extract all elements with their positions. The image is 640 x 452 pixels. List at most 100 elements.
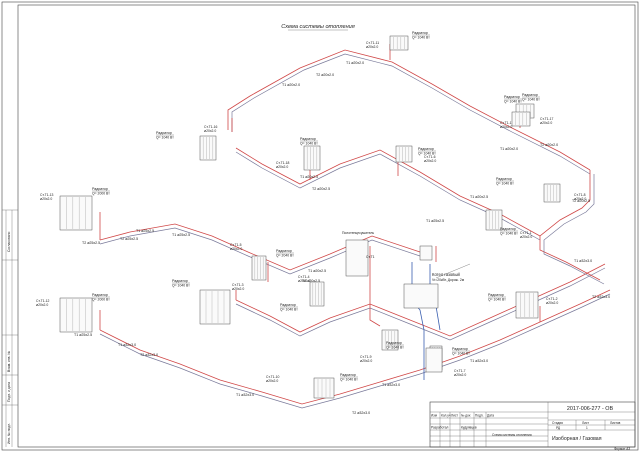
stamp-col-label: Дата — [487, 414, 494, 418]
side-label-agreed: Согласовано — [7, 231, 11, 252]
radiator-body — [199, 135, 217, 161]
stamp-col-label: Лист — [451, 414, 458, 418]
side-label-sign: Подп. и дата — [7, 382, 11, 402]
riser-tag: Ст.Т1-6 — [424, 155, 436, 159]
riser-spec: ø20х2.0 — [276, 165, 288, 169]
pipe-label: Т1 ø32х3.0 — [236, 393, 254, 397]
pipe-label: Т2 ø25х2.5 — [120, 237, 138, 241]
pipe-label: Т1 ø20х2.5 — [470, 195, 488, 199]
radiator-power: Q= 1040 Вт — [412, 36, 430, 40]
riser-spec: ø20х2.0 — [298, 279, 310, 283]
riser-tag: Ст.Т1-13 — [40, 193, 54, 197]
radiator-body — [485, 209, 503, 231]
pipe-label: Т2 ø32х3.0 — [592, 295, 610, 299]
riser-spec: ø20х2.0 — [230, 247, 242, 251]
riser-spec: ø20х2.0 — [574, 197, 586, 201]
riser-tag: Ст.Т1-16 — [204, 125, 218, 129]
radiator-name: Радиатор — [92, 293, 108, 297]
building-name: Изоборная / Газовая — [552, 436, 602, 442]
pipe-label: Т1 ø25х2.5 — [74, 333, 92, 337]
radiator-power: Q= 1040 Вт — [280, 308, 298, 312]
pipe-label: Т1 ø25х2.5 — [426, 219, 444, 223]
pipe-label: Т2 ø20х2.5 — [312, 187, 330, 191]
pipe-label: Т2 ø20х2.5 — [302, 279, 320, 283]
sheet-value: 1 — [586, 426, 588, 430]
boiler-label: Котел газовый — [432, 272, 460, 277]
riser-tag: Ст.Т1-3 — [232, 283, 244, 287]
radiator-power: Q= 1040 Вт — [340, 378, 358, 382]
pipe-label: Т2 ø20х2.5 — [572, 199, 590, 203]
radiator-name: Радиатор — [522, 93, 538, 97]
radiator-name: Радиатор — [488, 293, 504, 297]
stage-value: РД — [556, 426, 561, 430]
radiator-body — [515, 291, 539, 319]
radiator-power: Q= 1040 Вт — [452, 352, 470, 356]
radiator-power: Q= 1040 Вт — [386, 346, 404, 350]
radiator-name: Радиатор — [386, 341, 402, 345]
pipe-label: Т1 ø20х2.0 — [500, 147, 518, 151]
radiator-power: Q= 1040 Вт — [522, 98, 540, 102]
stamp-role: Разработал — [431, 426, 448, 430]
pipe-label: Т1 ø20х2.0 — [346, 61, 364, 65]
riser-tag: Ст.Т1-11 — [366, 41, 379, 45]
radiator-body — [59, 195, 93, 231]
pipe-labels: Т1 ø20х2.0 Т2 ø20х2.0 Т1 ø20х2.0 Т1 ø20х… — [74, 61, 610, 415]
radiator-name: Радиатор — [418, 147, 434, 151]
radiator-name: Радиатор — [504, 95, 520, 99]
towel-dryer — [345, 239, 369, 277]
radiator-name: Радиатор — [452, 347, 468, 351]
node-label: Ст.Т1 — [366, 255, 375, 259]
pipe-label: Т1 ø20х2.5 — [308, 269, 326, 273]
tank-label: Полотенцесушитель — [342, 231, 374, 235]
radiator-power: Q= 1040 Вт — [156, 136, 174, 140]
radiator-power: Q= 1040 Вт — [500, 232, 518, 236]
riser-spec: ø20х2.0 — [454, 373, 466, 377]
side-strip: Согласовано Взам. инв. № Подп. и дата Ин… — [2, 209, 18, 447]
pipe-label: Т2 ø20х2.0 — [540, 143, 558, 147]
radiator-body — [309, 281, 325, 307]
riser-spec: ø20х2.0 — [40, 197, 52, 201]
radiator-body — [251, 255, 267, 281]
radiator-name: Радиатор — [500, 227, 516, 231]
radiator-body — [199, 289, 231, 325]
radiator-power: Q= 1040 Вт — [496, 182, 514, 186]
riser-spec: ø20х2.0 — [36, 303, 48, 307]
riser-tag: Ст.Т1-4 — [298, 275, 310, 279]
riser-tag: Ст.Т1-10 — [266, 375, 280, 379]
expansion-tank — [425, 347, 443, 373]
pipe-label: Т1 ø25х2.5 — [136, 229, 154, 233]
radiator-name: Радиатор — [300, 137, 316, 141]
stamp-col-label: Изм — [431, 414, 437, 418]
radiator-body — [59, 297, 93, 333]
riser-tag: Ст.Т1-2 — [546, 297, 558, 301]
pipe-label: Т1 ø20х2.0 — [282, 83, 300, 87]
stamp-col-label: Кол.уч — [441, 414, 451, 418]
riser-tag: Ст.Т1-1 — [520, 231, 532, 235]
title-block: 2017-006-277 - ОВ Изм Кол.уч Лист № док … — [429, 401, 636, 448]
boiler-assembly: Котел газовый Vr=20кВт, Дорож. 2м Полоте… — [342, 231, 471, 373]
radiator-name: Радиатор — [156, 131, 172, 135]
radiator-name: Радиатор — [280, 303, 296, 307]
radiator-name: Радиатор — [496, 177, 512, 181]
radiator-name: Радиатор — [172, 279, 188, 283]
riser-spec: ø20х2.0 — [266, 379, 278, 383]
sheets-header: Листов — [610, 421, 621, 425]
pipe-label: Т1 ø20х2.5 — [300, 175, 318, 179]
riser-spec: ø20х2.0 — [366, 45, 378, 49]
stamp-col-label: Подп. — [475, 414, 484, 418]
radiator-power: Q= 1040 Вт — [488, 298, 506, 302]
stamp-col-label: № док — [461, 414, 471, 418]
